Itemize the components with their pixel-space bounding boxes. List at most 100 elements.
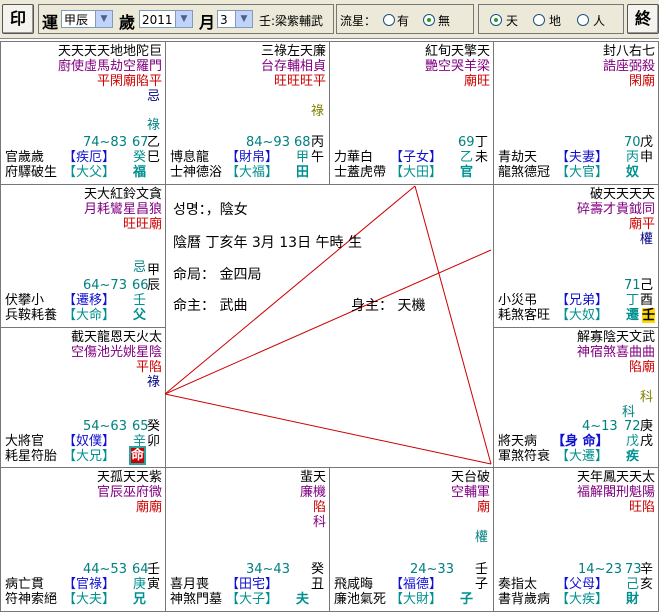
stars-row2: 空輔軍	[450, 485, 490, 500]
liuxing-no-radio[interactable]	[423, 14, 435, 26]
yun-select[interactable]: 甲辰 ▼	[61, 10, 113, 28]
palace-tag: 子	[460, 592, 474, 607]
gods-row1: 大將官	[5, 434, 45, 449]
stars-top: 解寡陰天文武	[576, 330, 655, 345]
palace-wu[interactable]: 三祿左天廉 台存輔相貞 旺旺旺平 祿 84~93 68 丙 午 甲 【財帛】 博…	[165, 41, 330, 185]
hua-label: 權	[639, 232, 653, 247]
palace-zi[interactable]: 天台破 空輔軍 廟 權 24~33 壬 子 【福德】 飛咸晦 廉池氣死 【大財】…	[329, 467, 494, 612]
palace-si[interactable]: 天天天天地地陀巨 廚使虛馬劫空羅門 平閑廟陷平 忌 祿 74~83 67 乙 巳…	[0, 41, 166, 185]
earthly-branch: 午	[310, 150, 324, 165]
palace-number: 71	[624, 278, 641, 293]
yearly-stem: 辛	[133, 434, 147, 449]
palace-name: 【身 命】	[552, 434, 609, 449]
sui-select[interactable]: 2011 ▼	[139, 10, 193, 28]
heavenly-stem: 庚	[639, 419, 653, 434]
yue-label: 月	[199, 13, 216, 32]
palace-chen[interactable]: 天大紅鈴文貪 月耗鸞星昌狼 旺旺廟 忌 64~73 66 甲 辰 壬 【遷移】 …	[0, 184, 166, 328]
mingzhu-line: 命主： 武曲	[173, 298, 248, 314]
earthly-branch: 巳	[146, 150, 160, 165]
seal-button[interactable]: 印	[2, 4, 34, 34]
gods-row2: 士神德浴	[170, 165, 223, 180]
palace-wei[interactable]: 紅旬天擎天 艷空哭羊梁 廟旺 69 丁 未 乙 【子女】 力華白 士蓋虎帶 【大…	[329, 41, 494, 185]
palace-name: 【子女】	[390, 150, 443, 165]
tian-radio[interactable]	[490, 14, 502, 26]
earthly-branch: 子	[474, 577, 488, 592]
end-button[interactable]: 終	[627, 4, 659, 34]
palace-number: 73	[625, 562, 642, 577]
brightness: 陷	[312, 500, 326, 515]
ren-radio[interactable]	[577, 14, 589, 26]
palace-tag: 田	[296, 165, 310, 180]
palace-short: 【大財】	[390, 592, 443, 607]
stars-top: 天孤天天紫	[96, 470, 162, 485]
hua-label: 科	[639, 390, 653, 405]
yue-select[interactable]: 3 ▼	[217, 10, 253, 28]
yue-select-value: 3	[220, 13, 228, 27]
yearly-stem: 丙	[626, 150, 640, 165]
yearly-stem: 庚	[133, 577, 147, 592]
brightness: 廟旺	[463, 74, 490, 89]
name-line: 성명：，陰女	[173, 202, 248, 218]
gods-row1: 飛咸晦	[334, 577, 374, 592]
sui-select-value: 2011	[142, 13, 173, 27]
palace-chou[interactable]: 蜚天 廉機 陷 科 34~43 癸 丑 【田宅】 喜月喪 神煞門墓 【大子】 夫	[165, 467, 330, 612]
palace-hai[interactable]: 天年鳳天天太 福解閣刑魁陽 旺陷 14~23 73 辛 亥 己 【父母】 奏指太…	[493, 467, 659, 612]
triangle-line-1	[165, 185, 416, 395]
di-radio[interactable]	[533, 14, 545, 26]
brightness: 平閑廟陷平	[96, 74, 162, 89]
gods-row2: 府驛破生	[5, 165, 58, 180]
stars-row2: 月耗鸞星昌狼	[83, 202, 162, 217]
palace-short: 【大子】	[226, 592, 279, 607]
liuxing-yes-radio[interactable]	[383, 14, 395, 26]
gods-row2: 軍煞符衰	[498, 449, 551, 464]
gods-row1: 奏指太	[498, 577, 538, 592]
gods-row1: 青劫天	[498, 150, 538, 165]
liuxing-yes-label: 有	[397, 14, 410, 28]
gods-row1: 喜月喪	[170, 577, 210, 592]
hua-label: 科	[312, 515, 326, 530]
palace-number: 67	[132, 135, 149, 150]
yearly-stem: 丁	[626, 293, 640, 308]
palace-you[interactable]: 破天天天天 碎壽才貴鉞同 廟平 權 71 己 酉 丁 【兄弟】 小災弔 耗煞客旺…	[493, 184, 659, 328]
di-label: 地	[549, 14, 562, 28]
heavenly-stem: 壬	[146, 562, 160, 577]
si-hua-text: 壬:梁紫輔武	[259, 14, 324, 28]
palace-name: 【兄弟】	[556, 293, 609, 308]
palace-name: 【田宅】	[226, 577, 279, 592]
heavenly-stem: 己	[639, 278, 653, 293]
ju-line: 命局： 金四局	[173, 267, 262, 283]
brightness: 旺旺旺平	[273, 74, 326, 89]
stars-row2: 艷空哭羊梁	[424, 59, 490, 74]
stars-top: 天台破	[450, 470, 490, 485]
palace-yin[interactable]: 天孤天天紫 官辰巫府微 廟廟 44~53 64 壬 寅 庚 【官祿】 病亡貫 符…	[0, 467, 166, 612]
palace-mao[interactable]: 截天龍恩天火太 空傷池光姚星陰 平陷 祿 54~63 65 癸 卯 辛 【奴僕】…	[0, 327, 166, 468]
gods-row2: 符神索絕	[5, 592, 58, 607]
brightness: 閑廟	[628, 74, 655, 89]
earthly-branch: 辰	[146, 278, 160, 293]
palace-tag: 夫	[296, 592, 310, 607]
palace-tag: 疾	[626, 449, 640, 464]
heavenly-stem: 乙	[146, 135, 160, 150]
stars-top: 天天天天地地陀巨	[57, 44, 162, 59]
ming-badge: 命	[128, 446, 147, 465]
palace-short: 【大奴】	[556, 308, 609, 323]
palace-tag: 福	[133, 165, 147, 180]
yearly-stem: 乙	[460, 150, 474, 165]
palace-xu[interactable]: 解寡陰天文武 神宿煞喜曲曲 陷廟 科 科 4~13 72 庚 戌 戊 【身 命】…	[493, 327, 659, 468]
liuxing-label: 流星：	[340, 14, 377, 28]
gods-row1: 官歲歲	[5, 150, 45, 165]
age-range: 64~73	[83, 278, 127, 293]
palace-name: 【福德】	[390, 577, 443, 592]
brightness: 陷廟	[628, 360, 655, 375]
stars-top: 三祿左天廉	[260, 44, 326, 59]
gods-row2: 士蓋虎帶	[334, 165, 387, 180]
stars-top: 天大紅鈴文貪	[83, 187, 162, 202]
heavenly-stem: 丙	[310, 135, 324, 150]
stars-top: 紅旬天擎天	[424, 44, 490, 59]
lunar-date-line: 陰曆 丁亥年 3月 13日 午時 生	[173, 235, 362, 251]
palace-shen[interactable]: 封八右七 誥座弼殺 閑廟 70 戊 申 丙 【夫妻】 青劫天 龍煞德冠 【大官】…	[493, 41, 659, 185]
gods-row2: 廉池氣死	[334, 592, 387, 607]
brightness: 旺陷	[628, 500, 655, 515]
triangle-line-3	[165, 393, 492, 465]
chevron-down-icon: ▼	[95, 11, 112, 27]
